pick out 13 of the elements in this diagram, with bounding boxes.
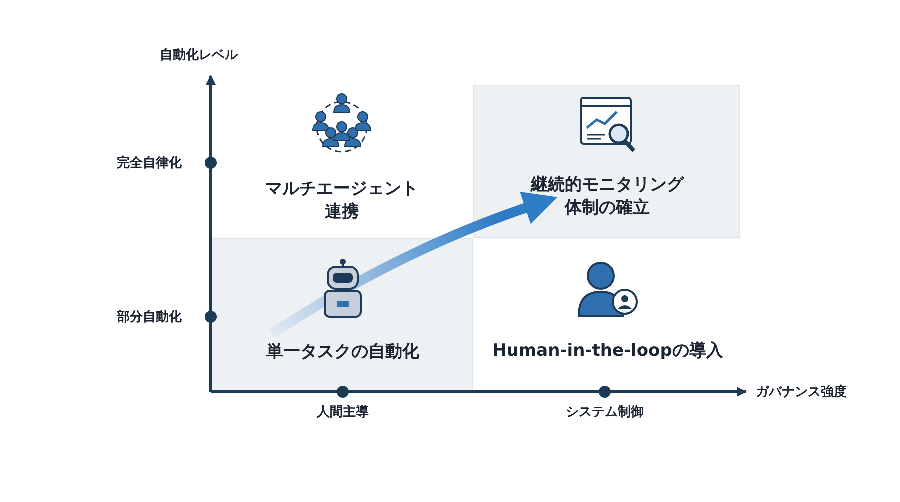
quadrant-title: 単一タスクの自動化 xyxy=(266,341,420,364)
axis-title: ガバナンス強度 xyxy=(756,384,847,401)
quadrant-title: Human-in-the-loopの導入 xyxy=(492,340,724,363)
axis-tick-label: 人間主導 xyxy=(317,404,369,421)
quadrant-panel xyxy=(211,238,473,392)
axis-tick-label: 部分自動化 xyxy=(117,308,182,326)
axis-title: 自動化レベル xyxy=(160,47,238,64)
quadrant-title: マルチエージェント連携 xyxy=(264,178,420,224)
axis-tick-label: システム制御 xyxy=(566,404,644,421)
trend-arrow xyxy=(269,192,558,338)
quadrant-title: 継続的モニタリング体制の確立 xyxy=(530,174,686,220)
axis-tick-label: 完全自律化 xyxy=(117,154,182,172)
quadrant-panel xyxy=(473,85,740,238)
